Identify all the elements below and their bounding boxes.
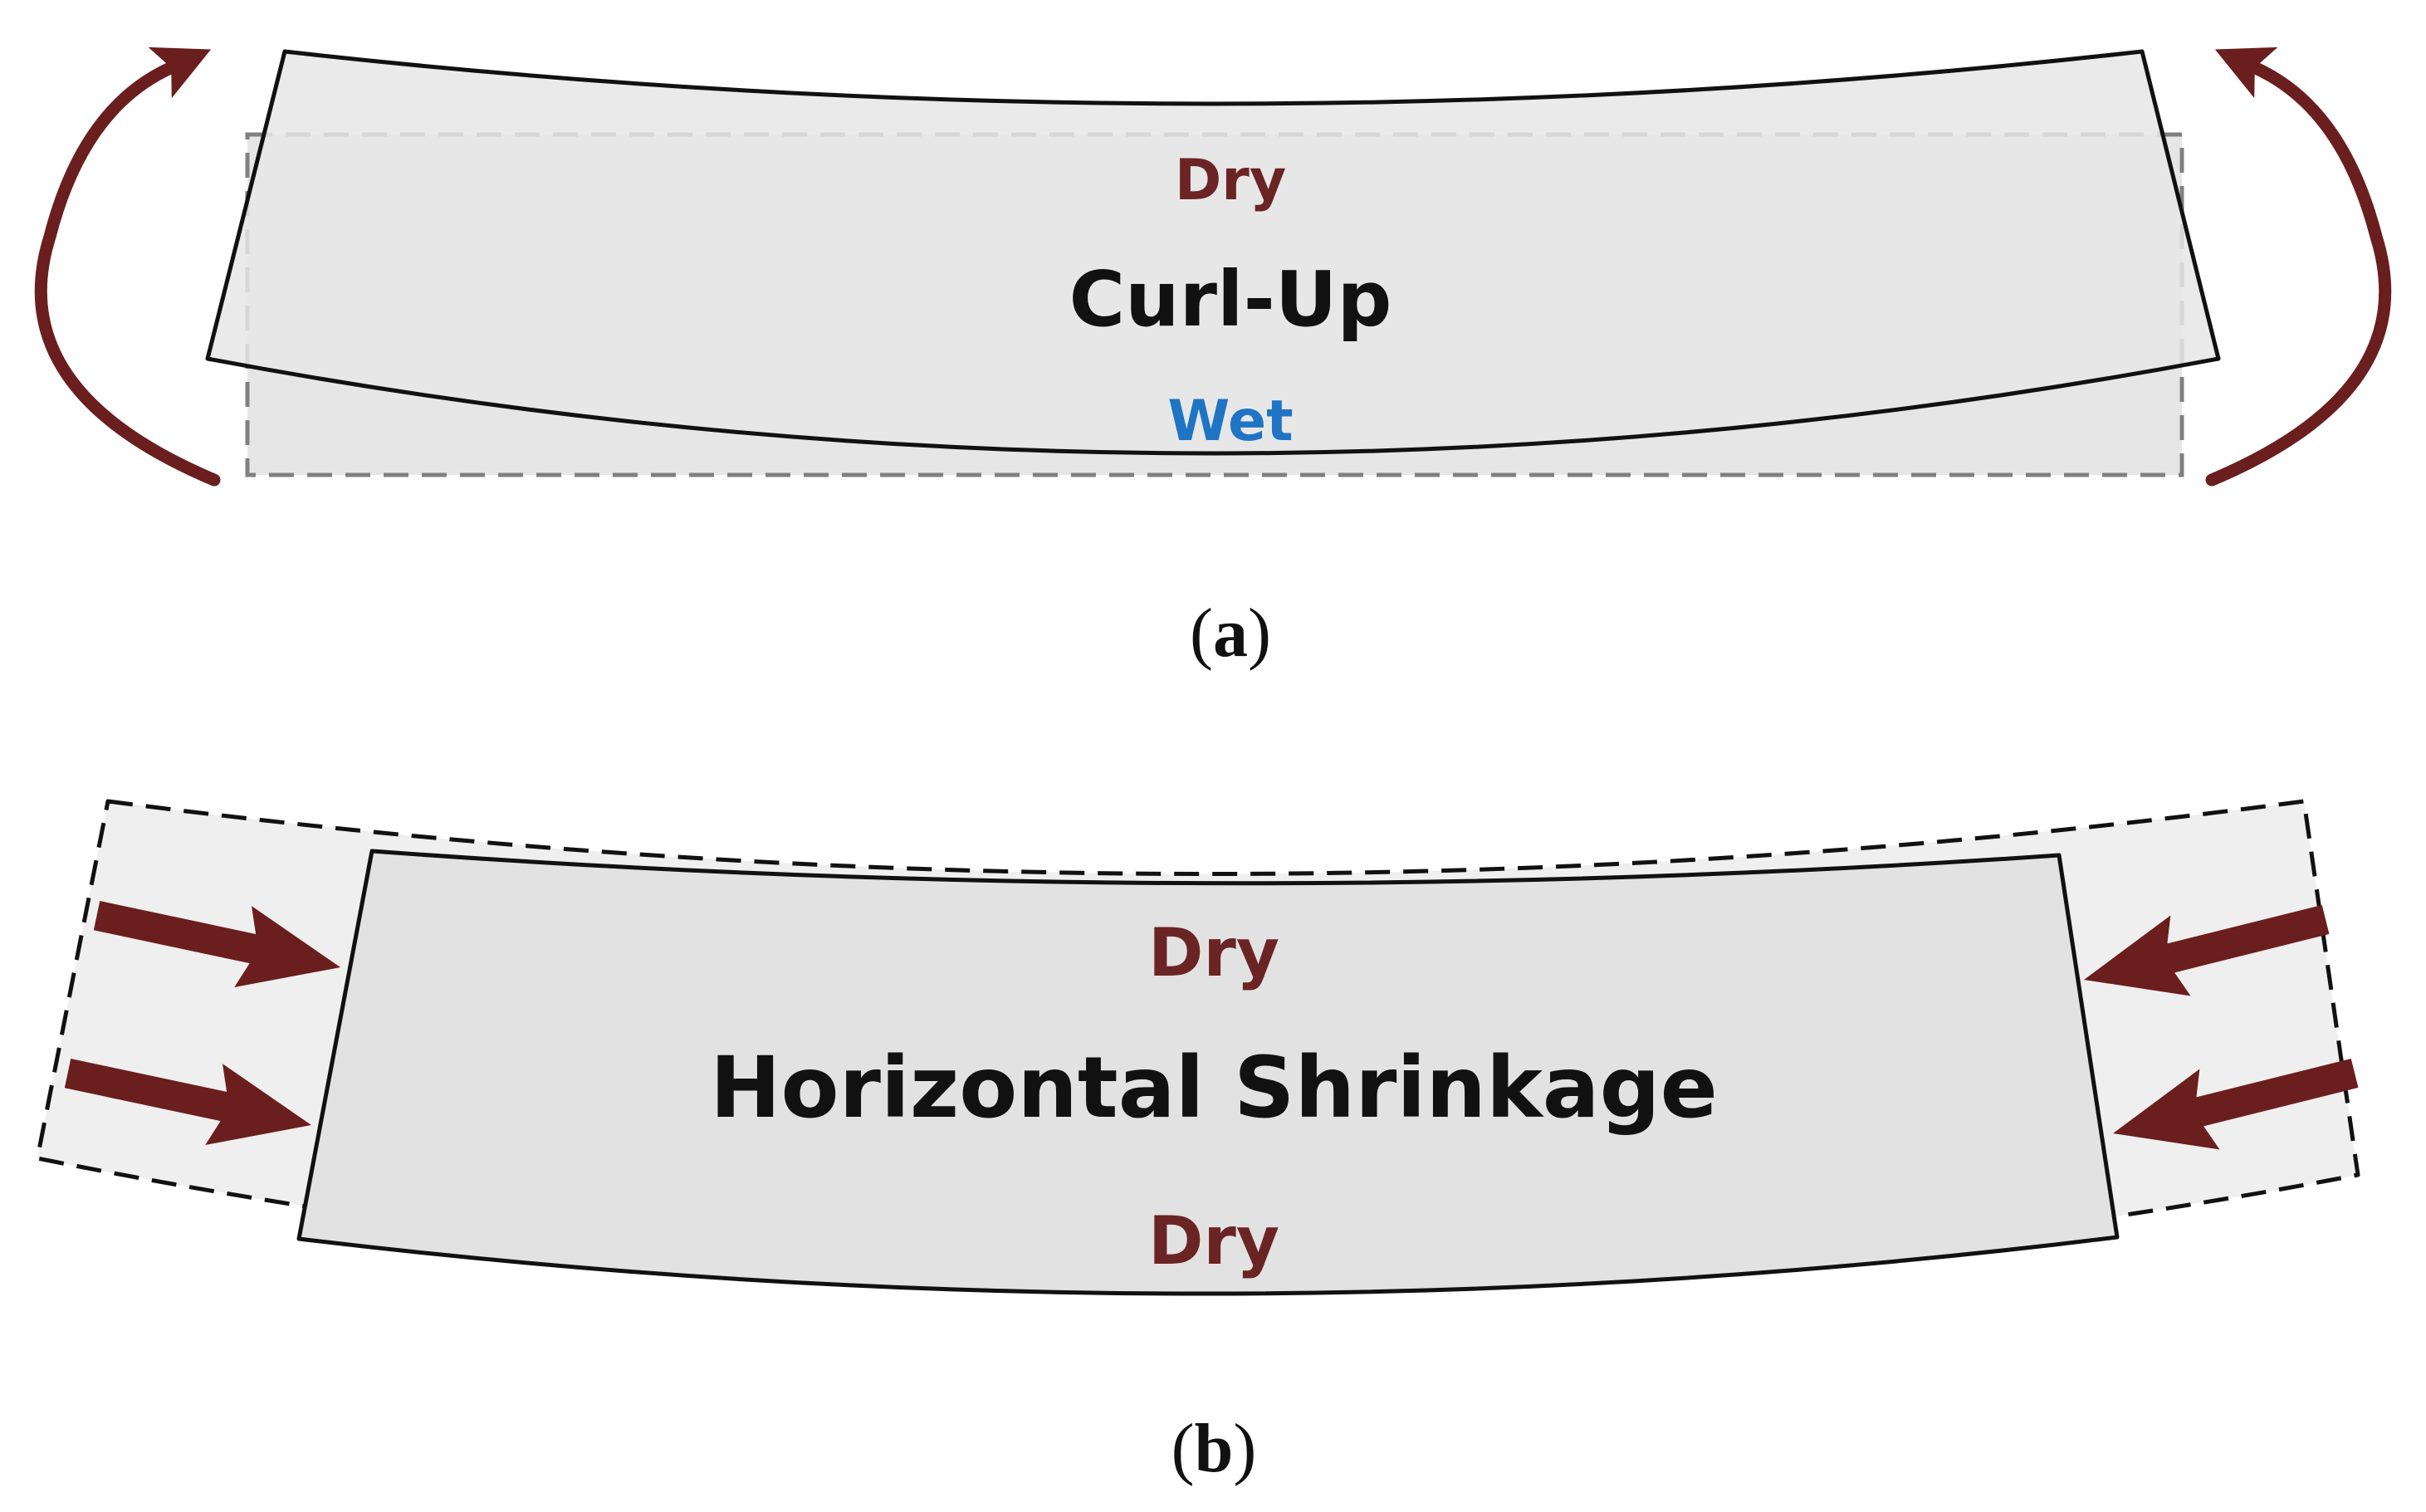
panel-b-dry-top-label: Dry [1148,914,1279,991]
shrunk-slab [296,849,2120,1296]
panel-a-dry-label: Dry [1175,148,1286,213]
shrink-arrow-right-upper-icon [2084,904,2330,996]
shrink-arrow-right-lower-icon [2113,1058,2359,1150]
curled-slab [205,49,2221,456]
panel-b: Dry Horizontal Shrinkage Dry (b) [35,799,2360,1487]
panel-b-title: Horizontal Shrinkage [710,1039,1718,1138]
panel-a-caption: (a) [1190,595,1271,672]
panel-a-wet-label: Wet [1167,389,1293,454]
curl-arrow-left-icon [34,46,221,487]
panel-b-caption: (b) [1171,1410,1257,1487]
shrink-arrow-left-lower-icon [64,1059,311,1145]
curl-arrow-right-icon [2205,46,2392,487]
panel-a-title: Curl-Up [1069,255,1392,344]
panel-a: Dry Curl-Up Wet (a) [34,46,2392,672]
shrink-arrow-left-upper-icon [93,901,340,987]
panel-b-dry-bottom-label: Dry [1148,1202,1279,1280]
